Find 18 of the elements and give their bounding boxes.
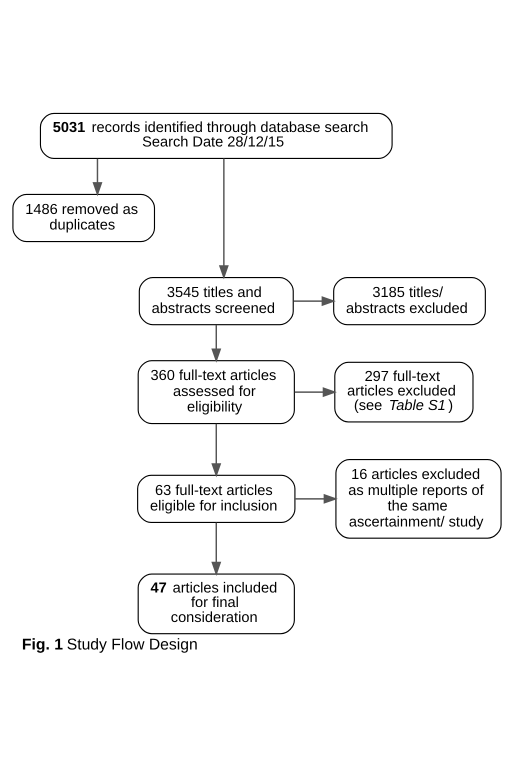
node-box: 5031 records identified through database search Search Date 28/12/15 xyxy=(40,112,393,158)
arrow xyxy=(218,158,229,279)
arrow xyxy=(295,493,338,504)
node-box: 1486 removed as duplicates xyxy=(12,193,156,242)
node-box: 63 full-text articles eligible for inclusion xyxy=(137,474,296,522)
node-box: 360 full-text articles assessed for eligibility xyxy=(138,360,295,424)
arrow xyxy=(294,296,336,306)
node-box: 16 articles excluded as multiple reports of the same ascertainment/ study xyxy=(335,458,502,538)
arrow xyxy=(294,386,337,397)
arrow xyxy=(211,423,222,477)
node-box: 3545 titles and abstracts screened xyxy=(138,276,294,325)
arrow xyxy=(211,522,222,576)
arrow xyxy=(92,158,102,196)
node-box: 297 full-text articles excluded (see Table S1) xyxy=(334,361,474,422)
node-box: 47 articles included for final consideration xyxy=(138,573,295,634)
node-box: 3185 titles/ abstracts excluded xyxy=(333,276,486,325)
arrow xyxy=(211,324,222,362)
caption: Fig. 1 Study Flow Design xyxy=(22,636,198,654)
